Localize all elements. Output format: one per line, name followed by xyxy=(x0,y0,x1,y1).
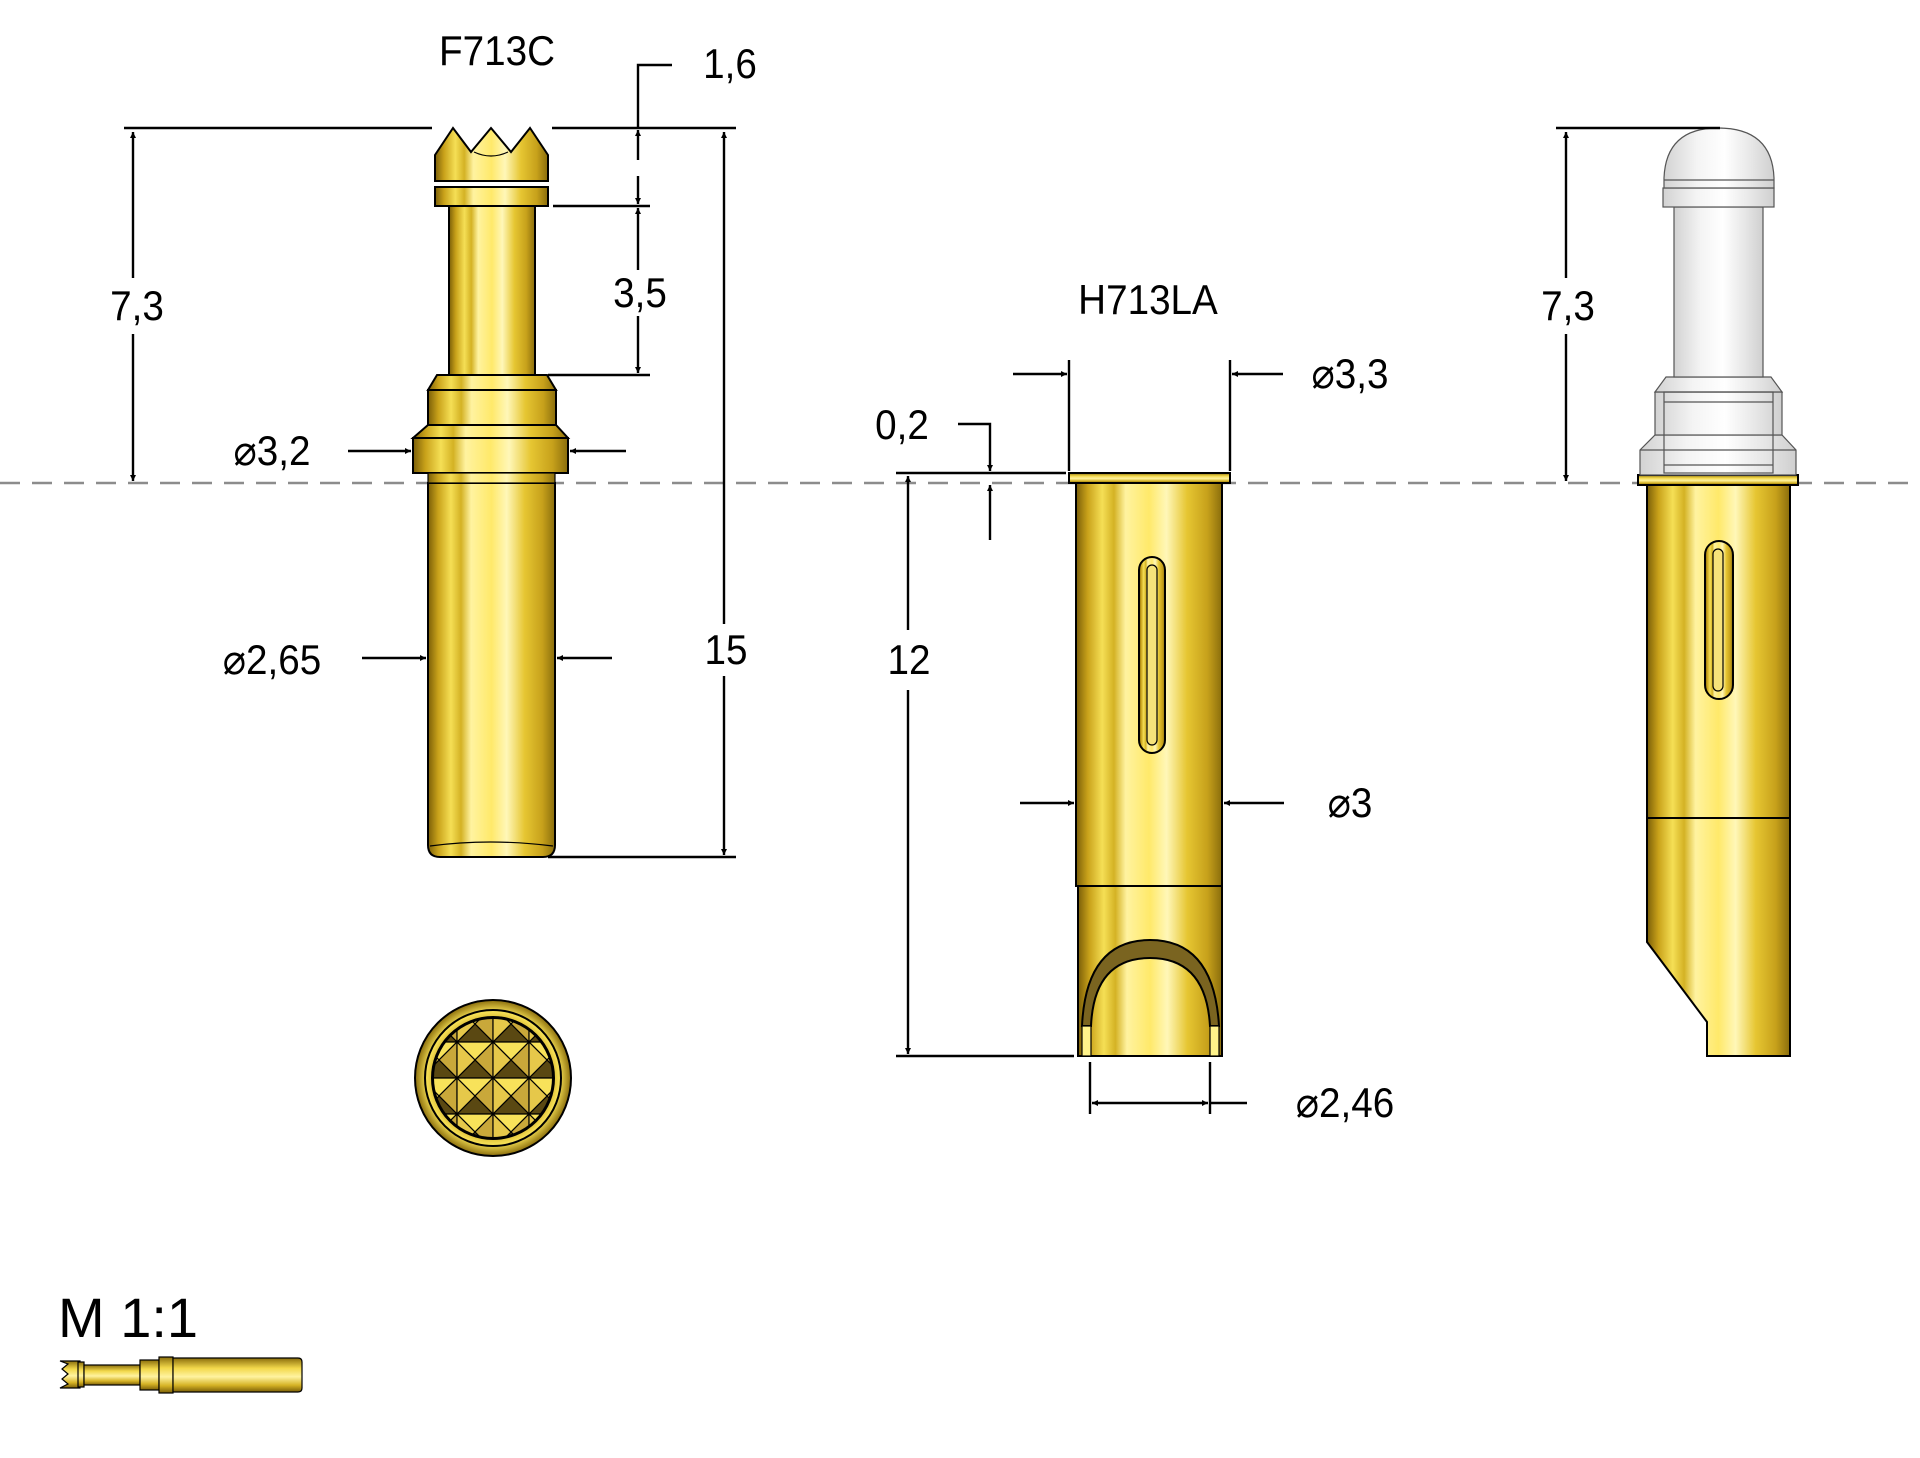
dim-receptacle-body-diameter: ⌀3 xyxy=(1327,779,1373,826)
plunger-dimensions xyxy=(124,63,736,859)
receptacle-part-number: H713LA xyxy=(1078,276,1218,323)
dim-plunger-height-above-plane: 7,3 xyxy=(110,282,164,329)
dim-receptacle-length: 12 xyxy=(887,636,931,683)
plunger-part-number: F713C xyxy=(439,27,555,74)
assembly-dimensions xyxy=(1556,126,1720,481)
dim-assembly-height: 7,3 xyxy=(1541,282,1595,329)
plunger-tip-end-view xyxy=(414,999,572,1157)
dim-overall-length: 15 xyxy=(704,626,748,673)
dim-body-diameter: ⌀2,65 xyxy=(222,636,322,683)
dim-receptacle-bottom-diameter: ⌀2,46 xyxy=(1295,1079,1395,1126)
dim-receptacle-flange-diameter: ⌀3,3 xyxy=(1311,350,1389,397)
receptacle-dimensions xyxy=(896,360,1284,1114)
assembly-with-cap-drawing xyxy=(1637,127,1799,1057)
dim-neck-length: 3,5 xyxy=(613,269,667,316)
dim-flange-thickness: 0,2 xyxy=(875,401,929,448)
scale-miniature-plunger xyxy=(59,1356,303,1394)
dim-tip-length: 1,6 xyxy=(703,40,757,87)
plunger-f713c-drawing xyxy=(410,126,571,858)
receptacle-h713la-drawing xyxy=(1068,472,1231,1057)
scale-label: M 1:1 xyxy=(58,1286,199,1349)
dim-flange-diameter: ⌀3,2 xyxy=(233,427,311,474)
